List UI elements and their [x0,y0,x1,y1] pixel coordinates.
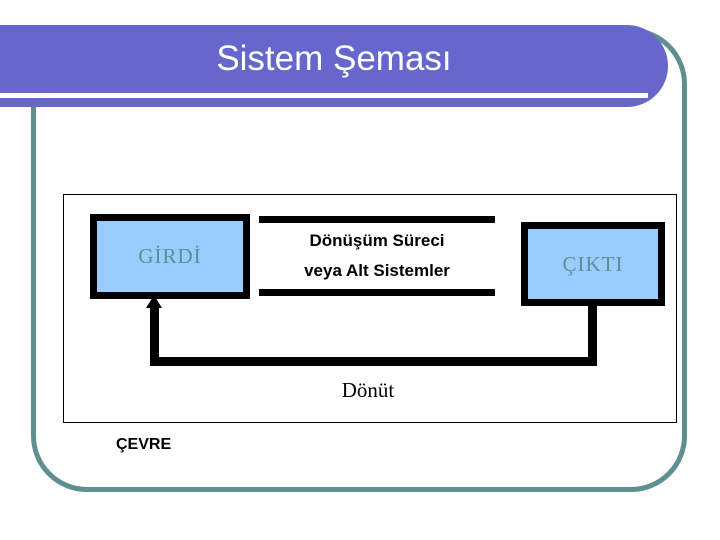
title-underline [0,93,648,98]
process-group: Dönüşüm Süreci veya Alt Sistemler [259,216,495,296]
feedback-label: Dönüt [341,378,395,402]
environment-boundary-box [63,194,677,423]
environment-label: ÇEVRE [116,436,172,453]
output-box: ÇIKTI [521,222,665,306]
output-box-label: ÇIKTI [562,251,624,276]
feedback-line-right [588,300,597,366]
input-box: GİRDİ [90,214,250,299]
feedback-line-bottom [150,357,597,366]
process-label-line2: veya Alt Sistemler [304,261,450,280]
title-banner: Sistem Şeması [0,25,668,107]
feedback-line-left [150,305,159,365]
input-box-label: GİRDİ [138,244,202,268]
process-bar-top [259,216,495,223]
page-title: Sistem Şeması [216,39,452,78]
process-label-line1: Dönüşüm Süreci [309,231,445,250]
process-bar-bottom [259,289,495,296]
feedback-arrow-icon [146,295,162,308]
process-label: Dönüşüm Süreci veya Alt Sistemler [259,226,495,286]
